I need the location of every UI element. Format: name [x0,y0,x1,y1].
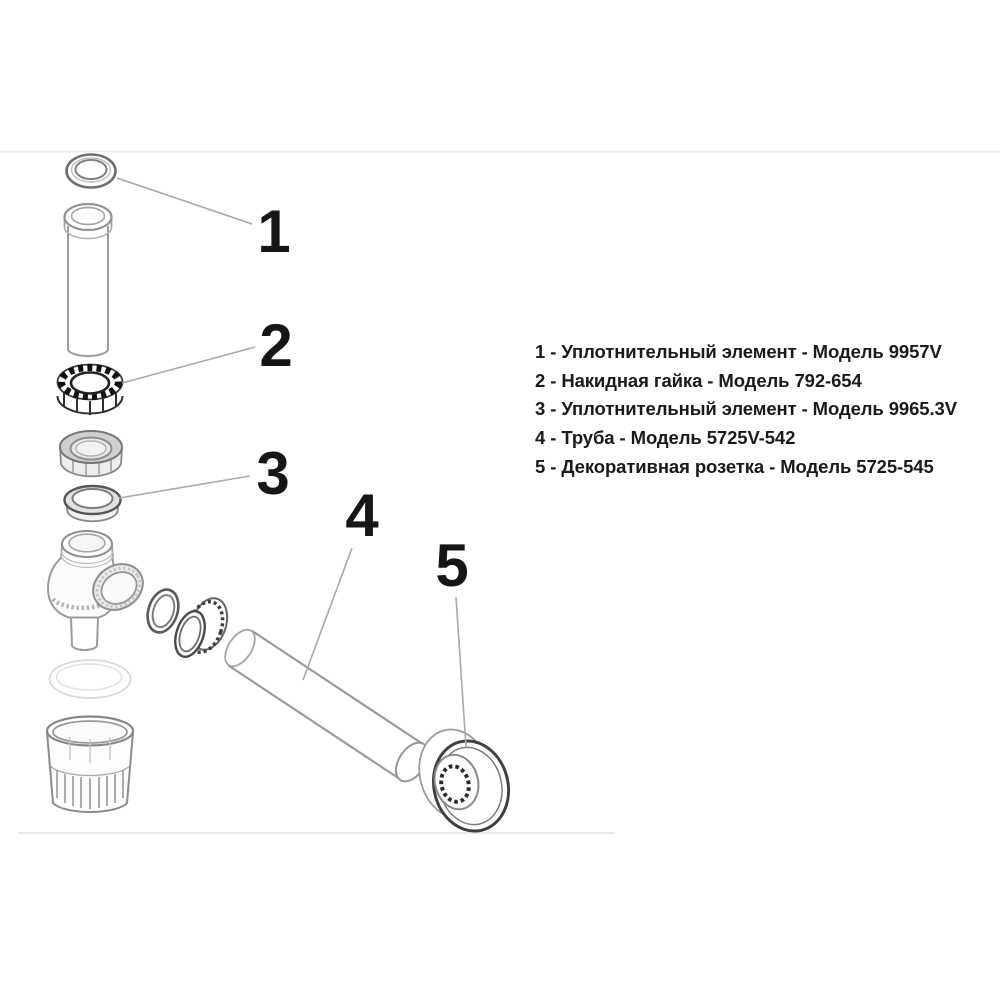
pipe-4 [224,628,430,783]
leader-line-1 [116,177,253,225]
seal-ring-1 [65,153,117,189]
callout-number-5: 5 [435,532,468,599]
leader-line-2 [121,346,256,384]
leader-line-4 [302,547,353,681]
union-nut-2 [56,363,124,415]
outlet-seal-ring [146,588,180,634]
side-outlet [92,563,144,611]
legend-item-5: 5 - Декоративная розетка - Модель 5725-5… [535,455,934,477]
callout-number-3: 3 [256,440,289,507]
callout-number-1: 1 [257,198,290,265]
leader-lines [116,177,467,748]
legend-item-3: 3 - Уплотнительный элемент - Модель 9965… [535,398,957,420]
siphon-body [46,530,144,651]
legend-item-1: 1 - Уплотнительный элемент - Модель 9957… [535,341,942,362]
trap-cup [45,715,135,814]
leader-line-3 [118,475,251,499]
tailpipe [63,202,113,357]
callout-number-2: 2 [259,312,292,379]
rosette-5 [418,728,511,833]
leader-line-5 [455,596,467,748]
slip-nut [59,430,123,478]
outlet-nut [174,597,229,658]
gasket-outline [48,659,132,699]
legend-item-4: 4 - Труба - Модель 5725V-542 [535,427,796,449]
legend: 1 - Уплотнительный элемент - Модель 9957… [535,338,957,481]
callout-number-4: 4 [345,482,379,549]
legend-item-2: 2 - Накидная гайка - Модель 792-654 [535,369,862,391]
seal-ring-3 [63,484,122,523]
